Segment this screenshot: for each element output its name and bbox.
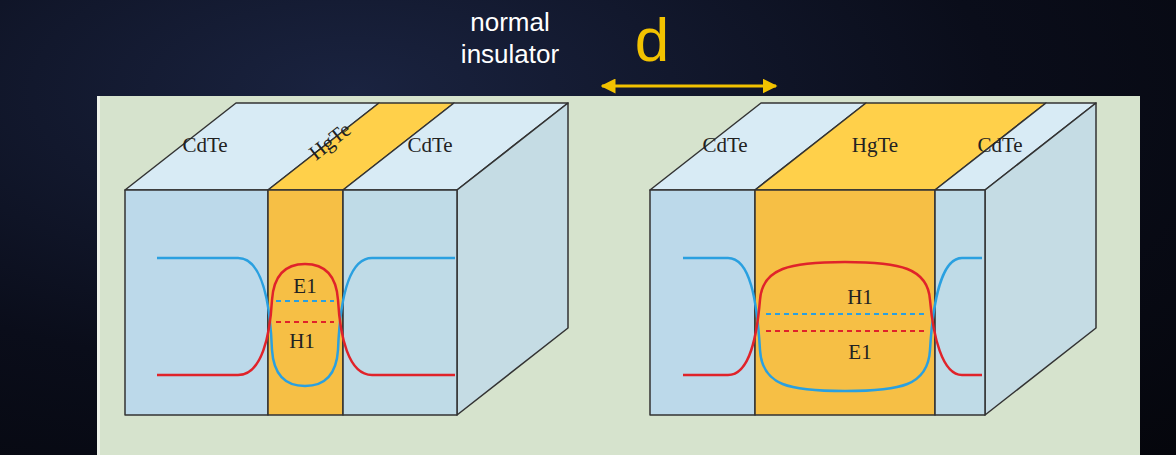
thickness-symbol: d bbox=[635, 9, 669, 71]
level-label: H1 bbox=[847, 286, 873, 309]
material-label: HgTe bbox=[852, 134, 898, 157]
panel-edge bbox=[97, 96, 100, 455]
material-label: CdTe bbox=[702, 134, 747, 157]
heading: normal insulator bbox=[440, 6, 580, 70]
left-heterostructure bbox=[125, 103, 568, 415]
material-label: CdTe bbox=[977, 134, 1022, 157]
right-heterostructure bbox=[650, 103, 1096, 415]
level-label: H1 bbox=[289, 330, 315, 353]
left-band-curves bbox=[157, 258, 455, 386]
material-label: CdTe bbox=[407, 134, 452, 157]
right-band-curves bbox=[683, 258, 982, 391]
level-label: E1 bbox=[293, 275, 316, 298]
background-panel bbox=[97, 96, 1140, 455]
material-label: CdTe bbox=[182, 134, 227, 157]
level-label: E1 bbox=[848, 341, 871, 364]
thickness-arrow bbox=[602, 85, 776, 88]
